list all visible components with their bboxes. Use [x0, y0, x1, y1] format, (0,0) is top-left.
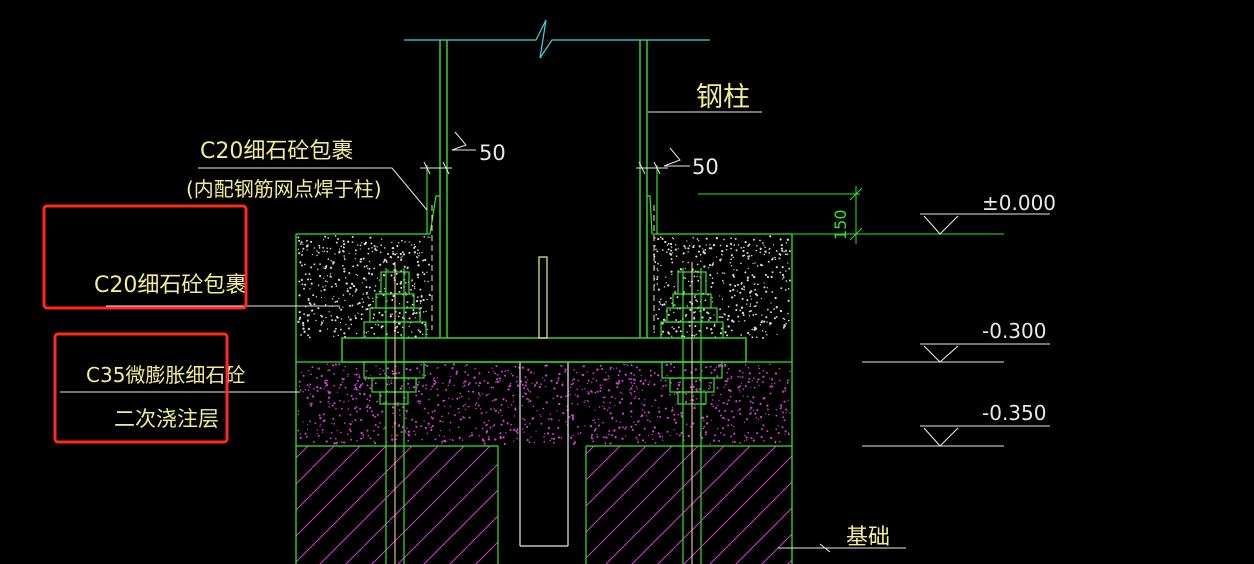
rebar-mesh: [431, 205, 655, 330]
dim-150-marker: [660, 186, 1004, 244]
dim-50-left-marker: [420, 131, 476, 175]
leader-lines: [60, 111, 906, 553]
level-label-2: -0.350: [982, 401, 1046, 425]
c20-wrap-label: C20细石砼包裹: [200, 139, 353, 164]
base-plate: [341, 337, 747, 363]
c20-wrap-note: (内配钢筋网点焊于柱): [186, 177, 382, 201]
steel-column: [439, 40, 648, 338]
anchor-pocket: [519, 362, 569, 547]
level-marker-0: [920, 213, 1050, 235]
level-label-0: ±0.000: [982, 191, 1056, 215]
pocket-outline: [497, 446, 587, 564]
c20-concrete-stipple: [297, 235, 791, 339]
c35-grout-stipple: [297, 363, 791, 446]
foundation-hatch-right: [586, 446, 792, 564]
level-marker-2: [862, 425, 1050, 447]
c35-label-line1: C35微膨胀细石砼: [86, 363, 245, 387]
c20-wrap-left-label: C20细石砼包裹: [94, 273, 247, 298]
foundation-label: 基础: [846, 525, 890, 550]
highlight-box-c20: [42, 204, 248, 310]
c35-label-line2: 二次浇注层: [114, 407, 219, 431]
dim-50-left-label: 50: [479, 141, 506, 165]
encasement-outline: [426, 165, 658, 235]
level-label-1: -0.300: [982, 319, 1046, 343]
dim-150-label: 150: [831, 209, 850, 240]
level-marker-1: [862, 343, 1050, 363]
dim-50-right-marker: [636, 147, 690, 175]
foundation-hatch-left: [296, 446, 498, 564]
break-line: [404, 19, 710, 59]
dim-50-right-label: 50: [692, 155, 719, 179]
steel-column-label: 钢柱: [696, 82, 750, 113]
highlight-box-c35: [53, 332, 229, 444]
column-stiffener: [538, 256, 548, 339]
